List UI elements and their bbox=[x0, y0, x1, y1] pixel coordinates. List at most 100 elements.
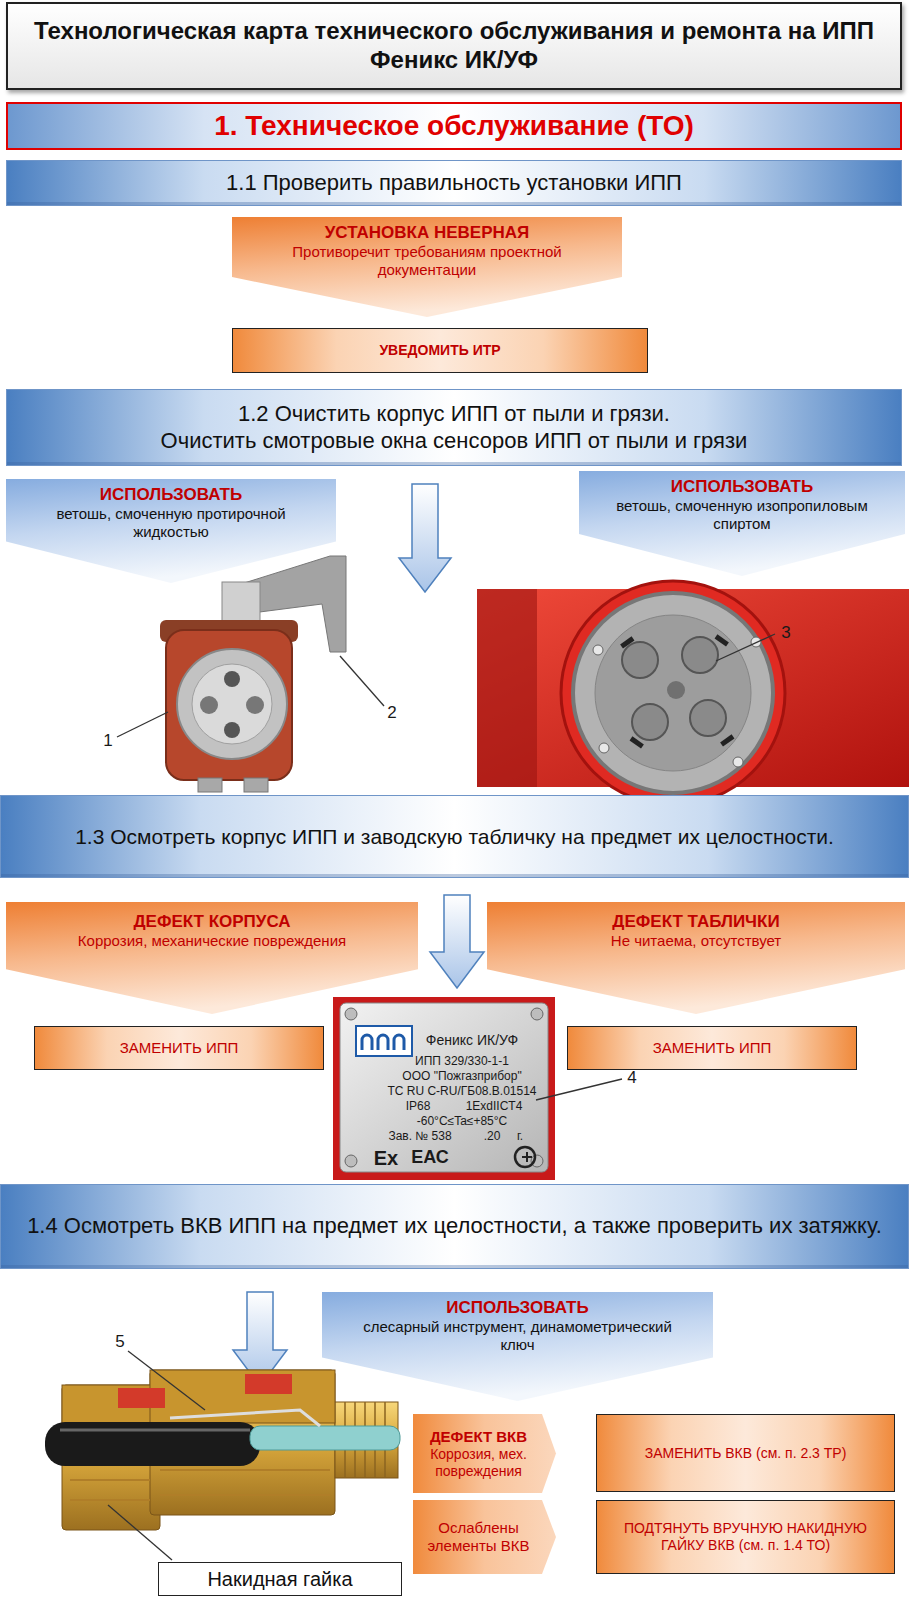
plate-text: Феникс ИК/УФ bbox=[426, 1033, 518, 1048]
plate-text: -60°C≤Ta≤+85°C bbox=[417, 1115, 507, 1128]
box-heading: ИСПОЛЬЗОВАТЬ bbox=[26, 485, 316, 505]
detector-photo bbox=[246, 696, 264, 714]
cable-gland-drawing bbox=[60, 1429, 250, 1432]
detector-photo bbox=[177, 649, 287, 759]
box-text: ПОДТЯНУТЬ ВРУЧНУЮ НАКИДНУЮ ГАЙКУ ВКВ (см… bbox=[607, 1520, 884, 1554]
box-text: Накидная гайка bbox=[167, 1567, 393, 1591]
box-text: слесарный инструмент, динамометрический … bbox=[346, 1318, 689, 1354]
callout-number: 1 bbox=[103, 732, 112, 751]
box-text: ЗАМЕНИТЬ ВКВ (см. п. 2.3 ТР) bbox=[607, 1445, 884, 1462]
sensor-window-photo bbox=[573, 593, 773, 793]
box-text: ЗАМЕНИТЬ ИПП bbox=[578, 1039, 846, 1057]
step-band: 1.4 Осмотреть ВКВ ИПП на предмет их цело… bbox=[0, 1184, 909, 1269]
sensor-window-photo bbox=[477, 589, 537, 787]
text-block: 1.2 Очистить корпус ИПП от пыли и грязи.… bbox=[7, 397, 901, 458]
callout-number: 5 bbox=[115, 1333, 124, 1352]
defect-arrow: ДЕФЕКТ КОРПУСАКоррозия, механические пов… bbox=[6, 902, 418, 1014]
nameplate-photo bbox=[362, 1035, 404, 1050]
leader-line bbox=[716, 634, 775, 661]
defect-arrow-outline bbox=[6, 902, 418, 1014]
detector-photo bbox=[192, 664, 272, 744]
step-band: 1.3 Осмотреть корпус ИПП и заводскую таб… bbox=[0, 795, 909, 878]
nameplate-photo bbox=[531, 1008, 543, 1020]
text-block: 1.1 Проверить правильность установки ИПП bbox=[7, 166, 901, 200]
detector-photo bbox=[224, 671, 240, 687]
nameplate-photo bbox=[345, 1155, 357, 1167]
box-text: УВЕДОМИТЬ ИТР bbox=[243, 342, 637, 359]
cable-gland-drawing bbox=[250, 1426, 400, 1450]
defect-arrow: ДЕФЕКТ ТАБЛИЧКИНе читаема, отсутствует bbox=[487, 902, 905, 1014]
section-band: 1. Техническое обслуживание (ТО) bbox=[6, 102, 902, 150]
sensor-window-photo bbox=[477, 581, 909, 805]
box-text: 1.1 Проверить правильность установки ИПП bbox=[17, 170, 891, 196]
action-box: ЗАМЕНИТЬ ИПП bbox=[34, 1026, 324, 1070]
text-block: 1.3 Осмотреть корпус ИПП и заводскую таб… bbox=[1, 820, 908, 853]
cable-gland-drawing bbox=[45, 1422, 260, 1466]
nameplate-photo bbox=[340, 1003, 548, 1172]
sensor-window-photo bbox=[682, 637, 718, 673]
callout-number: 3 bbox=[781, 624, 790, 643]
sensor-window-photo bbox=[477, 589, 909, 787]
action-box: ПОДТЯНУТЬ ВРУЧНУЮ НАКИДНУЮ ГАЙКУ ВКВ (см… bbox=[596, 1500, 895, 1574]
text-block: ДЕФЕКТ КОРПУСАКоррозия, механические пов… bbox=[6, 902, 418, 950]
text-block: 1.4 Осмотреть ВКВ ИПП на предмет их цело… bbox=[1, 1209, 908, 1243]
sensor-window-photo bbox=[715, 634, 729, 646]
title-box: Технологическая карта технического обслу… bbox=[6, 2, 902, 90]
leader-line bbox=[108, 1505, 172, 1560]
tool-arrow-outline bbox=[579, 471, 905, 576]
defect-chevron-outline bbox=[413, 1414, 556, 1493]
ex-mark: Ex bbox=[374, 1147, 398, 1169]
defect-chevron-outline bbox=[413, 1500, 556, 1574]
text-block: УВЕДОМИТЬ ИТР bbox=[233, 338, 647, 363]
box-text: Противоречит требованиям проектной докум… bbox=[254, 243, 600, 279]
sensor-window-photo bbox=[593, 645, 603, 655]
tool-arrow: ИСПОЛЬЗОВАТЬветошь, смоченную протирочно… bbox=[6, 479, 336, 583]
title-text: Технологическая карта технического обслу… bbox=[8, 13, 900, 79]
text-block: Ослаблены элементы ВКВ bbox=[413, 1515, 556, 1559]
cable-gland-drawing bbox=[70, 1470, 330, 1500]
box-text: 1. Техническое обслуживание (ТО) bbox=[18, 109, 890, 143]
text-block: ПОДТЯНУТЬ ВРУЧНУЮ НАКИДНУЮ ГАЙКУ ВКВ (см… bbox=[597, 1516, 894, 1558]
step-band: 1.2 Очистить корпус ИПП от пыли и грязи.… bbox=[6, 389, 902, 466]
action-box: УВЕДОМИТЬ ИТР bbox=[232, 328, 648, 373]
box-heading: ИСПОЛЬЗОВАТЬ bbox=[599, 477, 885, 497]
box-text: ветошь, смоченную протирочной жидкостью bbox=[26, 505, 316, 541]
plate-text: .20 bbox=[484, 1130, 501, 1143]
leader-line bbox=[128, 1351, 205, 1410]
sensor-window-photo bbox=[622, 642, 658, 678]
box-text: Ослаблены элементы ВКВ bbox=[419, 1519, 538, 1555]
sensor-window-photo bbox=[667, 681, 685, 699]
defect-arrow-outline bbox=[487, 902, 905, 1014]
leader-line bbox=[536, 1079, 622, 1100]
box-heading: 1.2 Очистить корпус ИПП от пыли и грязи. bbox=[17, 401, 891, 427]
callout-number: 2 bbox=[387, 704, 396, 723]
detector-photo bbox=[222, 582, 260, 624]
plate-text: г. bbox=[517, 1130, 523, 1143]
sensor-window-photo bbox=[599, 743, 609, 753]
cable-gland-drawing bbox=[170, 1410, 320, 1426]
plate-text: ООО "Пожгазприбор" bbox=[402, 1070, 521, 1083]
flow-arrow bbox=[399, 484, 451, 592]
flow-arrow bbox=[430, 895, 484, 988]
nameplate-photo bbox=[333, 997, 555, 1180]
sensor-window-photo bbox=[720, 734, 734, 746]
cable-gland-drawing bbox=[45, 1370, 400, 1530]
detector-photo bbox=[160, 556, 346, 792]
box-heading: ДЕФЕКТ ВКВ bbox=[419, 1428, 538, 1446]
callout-number: 4 bbox=[627, 1069, 636, 1088]
step-band: 1.1 Проверить правильность установки ИПП bbox=[6, 160, 902, 206]
detector-photo bbox=[244, 778, 268, 792]
text-block: 1. Техническое обслуживание (ТО) bbox=[8, 105, 900, 147]
box-text: 1.4 Осмотреть ВКВ ИПП на предмет их цело… bbox=[15, 1213, 894, 1239]
sensor-window-photo bbox=[632, 704, 668, 740]
box-heading: ИСПОЛЬЗОВАТЬ bbox=[346, 1298, 689, 1318]
defect-chevron: ДЕФЕКТ ВКВКоррозия, мех. повреждения bbox=[413, 1414, 556, 1493]
plate-text: IP68 bbox=[406, 1100, 431, 1113]
text-block: ДЕФЕКТ ВКВКоррозия, мех. повреждения bbox=[413, 1424, 556, 1484]
nameplate-photo bbox=[522, 1152, 532, 1162]
detector-photo bbox=[224, 722, 240, 738]
plate-text: TC RU C-RU/ГБ08.В.01514 bbox=[387, 1085, 536, 1098]
text-block: ЗАМЕНИТЬ ИПП bbox=[35, 1035, 323, 1061]
cable-gland-drawing bbox=[118, 1388, 165, 1408]
